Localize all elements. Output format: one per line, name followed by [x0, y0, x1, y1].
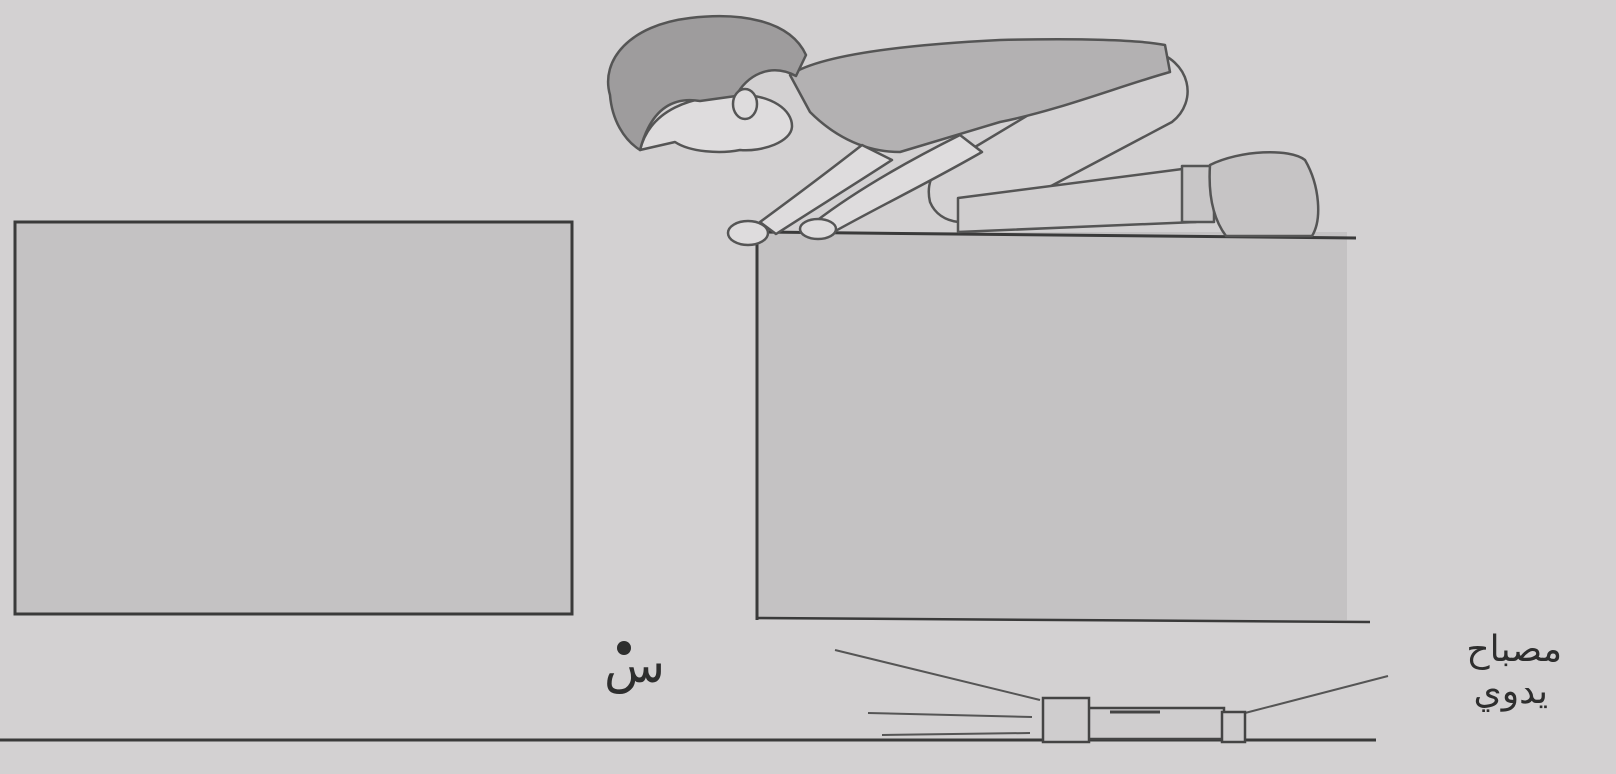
flashlight-label-line2: يدوي [1473, 671, 1548, 712]
hair [607, 14, 808, 152]
arm-front [758, 143, 894, 236]
right-box [755, 230, 1371, 624]
point-marker-icon [617, 641, 631, 655]
flashlight-label-line1: مصباح [1466, 629, 1562, 670]
ear [731, 87, 759, 121]
hand-front [726, 219, 770, 247]
shirt [788, 37, 1172, 154]
hand-back [798, 217, 838, 241]
light-rays [834, 649, 1389, 736]
flashlight-icon [1041, 696, 1247, 744]
shoe [1208, 150, 1320, 238]
left-box [13, 220, 574, 616]
flashlight-cap [1220, 710, 1247, 744]
flashlight-head [1041, 696, 1091, 744]
point-label: س [604, 636, 666, 694]
kneeling-child-figure [607, 14, 1320, 247]
